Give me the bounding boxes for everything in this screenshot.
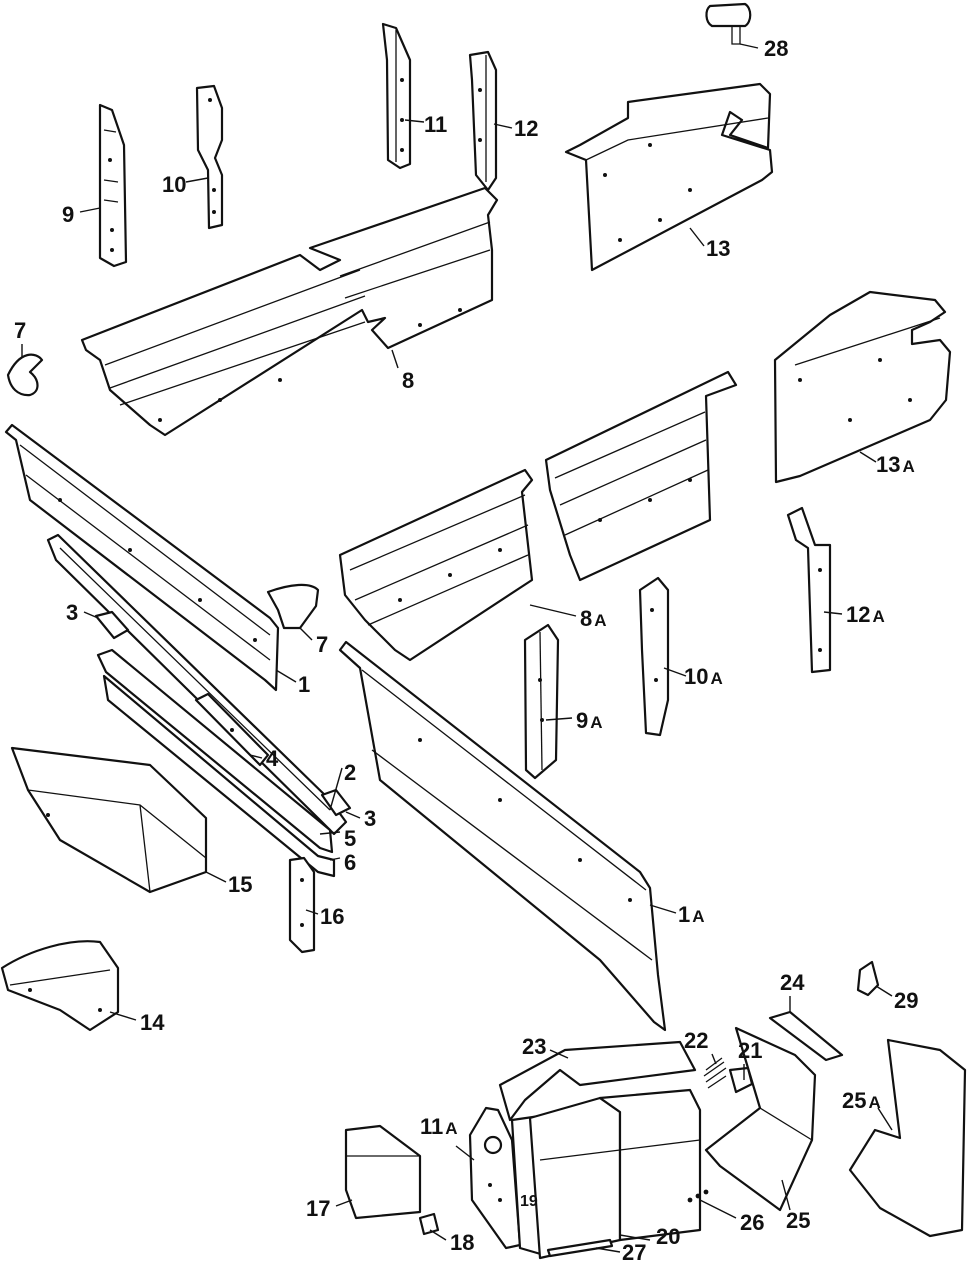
part-23-cover bbox=[498, 1040, 697, 1122]
callout-4: 4 bbox=[266, 746, 279, 771]
callout-17: 17 bbox=[306, 1196, 330, 1221]
callout-18: 18 bbox=[450, 1230, 474, 1255]
part-16-bracket bbox=[288, 856, 316, 954]
callout-23: 23 bbox=[522, 1034, 546, 1059]
callout-26: 26 bbox=[740, 1210, 764, 1235]
callout-2: 2 bbox=[344, 760, 356, 785]
callout-10: 10 bbox=[162, 172, 186, 197]
callout-7-lower: 7 bbox=[316, 632, 328, 657]
callout-11: 11 bbox=[424, 112, 447, 137]
callout-15: 15 bbox=[228, 872, 252, 897]
part-7-clip-upper bbox=[6, 353, 44, 397]
callout-3-lower: 3 bbox=[364, 806, 376, 831]
callout-21: 21 bbox=[738, 1038, 762, 1063]
callout-6: 6 bbox=[344, 850, 356, 875]
callout-19: 19 bbox=[520, 1193, 538, 1210]
part-24-bracket bbox=[768, 1010, 844, 1062]
part-18-nut bbox=[418, 1212, 440, 1236]
callout-8: 8 bbox=[402, 368, 414, 393]
part-8a-trough-left bbox=[338, 468, 534, 662]
part-22-spring bbox=[703, 1057, 727, 1089]
part-13-panel bbox=[564, 82, 774, 272]
callout-12: 12 bbox=[514, 116, 538, 141]
part-12a-upright bbox=[786, 506, 832, 674]
part-5-6-panel bbox=[96, 648, 336, 878]
leader-lines bbox=[21, 43, 893, 1253]
part-25a-chute bbox=[848, 1038, 967, 1238]
part-9-upright bbox=[98, 103, 128, 268]
part-20-boxes bbox=[528, 1088, 702, 1260]
part-4-bar bbox=[194, 692, 270, 767]
part-27-rod bbox=[546, 1238, 614, 1258]
part-25-chute bbox=[704, 1026, 817, 1212]
part-8a-trough-right bbox=[544, 370, 738, 582]
callout-25: 25 bbox=[786, 1208, 810, 1233]
part-8-trough bbox=[80, 186, 499, 437]
callout-27: 27 bbox=[622, 1240, 646, 1265]
part-11-upright bbox=[381, 22, 412, 170]
callout-24: 24 bbox=[780, 970, 805, 995]
callout-9: 9 bbox=[62, 202, 74, 227]
part-1a-side bbox=[338, 640, 667, 1032]
part-2-strip bbox=[46, 533, 348, 836]
part-12-upright bbox=[468, 50, 498, 192]
callout-14: 14 bbox=[140, 1010, 165, 1035]
part-14-cover bbox=[0, 940, 120, 1032]
part-28-clip bbox=[705, 2, 752, 45]
callout-7-upper: 7 bbox=[14, 318, 26, 343]
part-1-side bbox=[4, 423, 280, 692]
callout-22: 22 bbox=[684, 1028, 708, 1053]
part-29-clip bbox=[856, 960, 880, 997]
part-7-clip-lower bbox=[266, 583, 320, 630]
part-13a-panel bbox=[773, 290, 952, 484]
part-3-plate-upper bbox=[94, 610, 130, 640]
callout-16: 16 bbox=[320, 904, 344, 929]
part-17-box bbox=[344, 1124, 422, 1220]
callout-13: 13 bbox=[706, 236, 730, 261]
part-26-pins bbox=[687, 1189, 709, 1203]
callout-1: 1 bbox=[298, 672, 310, 697]
callout-5: 5 bbox=[344, 826, 356, 851]
part-3-plate-lower bbox=[320, 788, 352, 817]
callout-29: 29 bbox=[894, 988, 918, 1013]
part-10a-upright bbox=[638, 576, 670, 737]
callout-28: 28 bbox=[764, 36, 788, 61]
callout-3-upper: 3 bbox=[66, 600, 78, 625]
part-15-box bbox=[10, 746, 208, 894]
part-9a-upright bbox=[523, 623, 560, 780]
part-10-upright bbox=[195, 84, 224, 230]
callout-20: 20 bbox=[656, 1224, 680, 1249]
